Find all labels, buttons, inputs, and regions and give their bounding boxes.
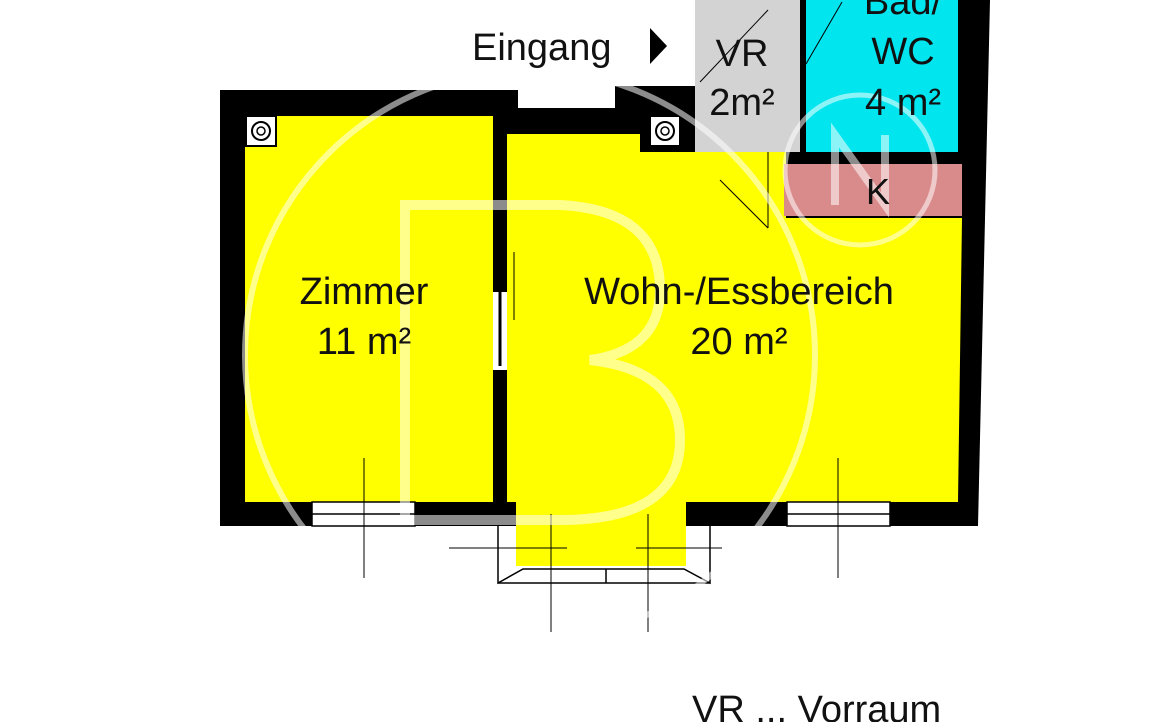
bad-name-line2: WC [871, 31, 934, 73]
zimmer-area: 11 m² [317, 321, 411, 363]
vr-name: VR [716, 33, 769, 75]
chimney-icon [245, 115, 277, 147]
legend-text: VR ... Vorraum [692, 689, 941, 722]
vr-area: 2m² [709, 82, 774, 124]
room-zimmer [245, 116, 493, 502]
chimney-icon [649, 115, 681, 147]
kitchen-label: K [866, 171, 890, 212]
room-vorraum [695, 0, 800, 152]
wohn-name: Wohn-/Essbereich [584, 271, 894, 313]
room-wohn-essbereich [507, 134, 962, 502]
room-bad-wc [806, 0, 958, 152]
zimmer-name: Zimmer [300, 271, 429, 313]
entrance-opening [518, 86, 615, 108]
dimension-lines [363, 458, 839, 632]
door-swings [699, 1, 843, 229]
wohn-area: 20 m² [690, 321, 787, 363]
entrance-label: Eingang [472, 27, 611, 69]
bay-window [516, 502, 686, 566]
arrow-right-icon [650, 28, 667, 64]
bad-name-line1: Bad/ [864, 0, 943, 23]
bad-area: 4 m² [865, 82, 941, 124]
watermark-logo [242, 67, 938, 643]
